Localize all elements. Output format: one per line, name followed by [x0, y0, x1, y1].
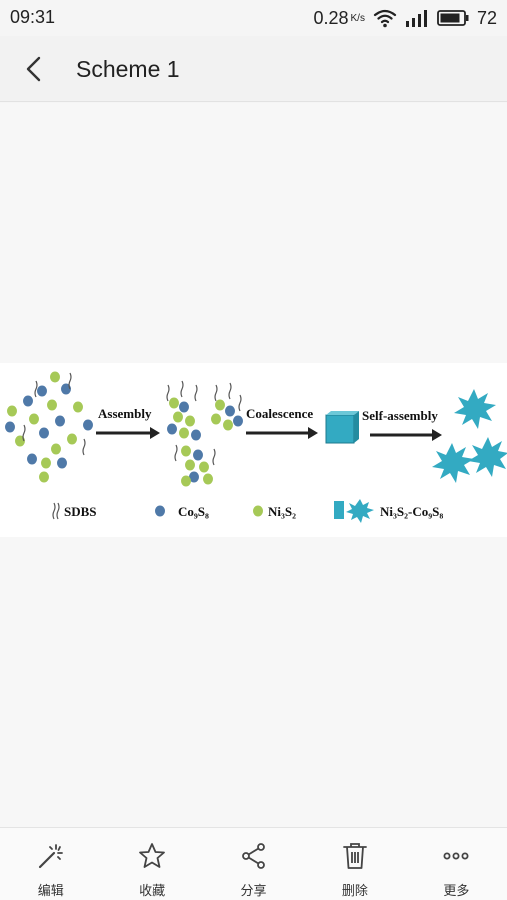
more-icon — [440, 840, 472, 872]
arrow-self-assembly — [370, 429, 442, 441]
favorite-button[interactable]: 收藏 — [101, 828, 202, 900]
wifi-icon — [373, 8, 397, 28]
back-button[interactable] — [18, 53, 50, 85]
co9s8-legend-icon — [155, 505, 165, 517]
share-label: 分享 — [240, 883, 267, 898]
ni3s2-legend-icon — [253, 505, 263, 517]
share-icon — [238, 840, 270, 872]
sdbs-legend-icon — [52, 502, 56, 520]
image-viewer[interactable]: Assembly — [0, 103, 507, 827]
step-label-coalescence: Coalescence — [246, 406, 313, 421]
trash-icon — [339, 840, 371, 872]
scheme-legend: SDBS Co₉S₈ Ni₃S₂ Ni₃S₂-Co₉S₈ — [52, 499, 443, 523]
stage3-cube — [325, 411, 359, 444]
scheme-image: Assembly — [0, 363, 507, 537]
product-urchin-legend-icon — [346, 499, 374, 523]
legend-sdbs: SDBS — [64, 504, 97, 519]
more-button[interactable]: 更多 — [406, 828, 507, 900]
favorite-label: 收藏 — [139, 883, 166, 898]
star-icon — [136, 840, 168, 872]
more-label: 更多 — [443, 883, 470, 898]
back-arrow-icon — [26, 56, 41, 82]
edit-label: 编辑 — [37, 883, 64, 898]
product-cube-legend-icon — [334, 501, 344, 519]
stage4-urchins — [432, 389, 507, 483]
network-speed-unit: K/s — [350, 12, 365, 24]
stage2-clusters — [166, 380, 243, 487]
legend-ni3s2: Ni₃S₂ — [268, 504, 296, 519]
app-bar: Scheme 1 — [0, 36, 507, 102]
battery-icon — [437, 10, 469, 26]
page-title: Scheme 1 — [76, 56, 180, 82]
status-time: 09:31 — [10, 7, 56, 27]
status-right-group: 0.28 K/s 72 — [313, 6, 497, 30]
step-label-self-assembly: Self-assembly — [362, 408, 438, 423]
edit-button[interactable]: 编辑 — [0, 828, 101, 900]
bottom-action-bar: 编辑 收藏 分享 — [0, 827, 507, 900]
magic-wand-icon — [35, 840, 67, 872]
signal-icon — [405, 9, 429, 27]
delete-button[interactable]: 删除 — [304, 828, 405, 900]
scheme-diagram: Assembly — [5, 371, 507, 523]
step-label-assembly: Assembly — [98, 406, 152, 421]
legend-product: Ni₃S₂-Co₉S₈ — [380, 504, 443, 519]
arrow-coalescence — [246, 427, 318, 439]
delete-label: 删除 — [341, 883, 368, 898]
arrow-assembly — [96, 427, 160, 439]
legend-co9s8: Co₉S₈ — [178, 504, 209, 519]
battery-level: 72 — [476, 7, 497, 28]
network-speed: 0.28 — [313, 7, 349, 28]
share-button[interactable]: 分享 — [203, 828, 304, 900]
stage1-particles — [5, 371, 93, 483]
status-bar: 09:31 0.28 K/s — [0, 0, 507, 36]
